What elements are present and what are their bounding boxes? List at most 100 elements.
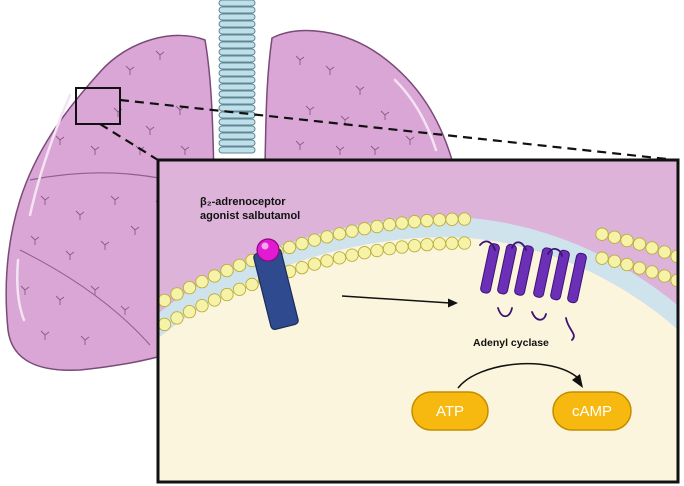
vessel-branch xyxy=(130,225,140,235)
vessel-branch xyxy=(55,135,65,145)
phospholipid-head xyxy=(620,233,634,248)
vessel-branch xyxy=(75,210,85,220)
adenyl-cyclase-protein xyxy=(479,240,587,341)
phospholipid-head xyxy=(645,265,659,279)
phospholipid-head xyxy=(307,257,322,271)
vessel-branch xyxy=(325,65,335,75)
trachea xyxy=(218,0,256,154)
phospholipid-head xyxy=(207,269,222,283)
conversion-arrow xyxy=(457,362,579,389)
vessel-branch xyxy=(80,335,90,345)
agonist-label-line1: β₂-adrenoceptor xyxy=(200,196,286,208)
vessel-branch xyxy=(100,240,110,250)
phospholipid-head xyxy=(282,240,297,255)
phospholipid-head xyxy=(382,242,397,256)
pulmonary-vessels xyxy=(20,50,415,345)
protein-loops xyxy=(479,240,575,341)
zoom-region-box xyxy=(75,87,121,125)
trachea-ring xyxy=(218,76,256,84)
vessel-branch xyxy=(370,145,380,155)
transmembrane-helix xyxy=(497,243,517,295)
phospholipid-head xyxy=(657,245,672,259)
conversion-arrowhead xyxy=(572,374,583,388)
phospholipid-head xyxy=(432,237,447,251)
phospholipid-head xyxy=(420,213,434,228)
camp-molecule xyxy=(552,391,632,431)
trachea-ring xyxy=(218,20,256,28)
trachea-ring xyxy=(218,104,256,112)
phospholipid-head xyxy=(158,293,172,308)
phospholipid-head xyxy=(245,277,259,292)
phospholipid-head xyxy=(158,317,172,332)
trachea-ring xyxy=(218,62,256,70)
trachea-ring xyxy=(218,41,256,49)
phospholipid-head xyxy=(445,212,459,226)
vessel-branch xyxy=(155,50,165,60)
transmembrane-helix xyxy=(567,252,587,304)
transmembrane-helix xyxy=(550,249,570,301)
camp-label: cAMP xyxy=(572,403,612,420)
phospholipid-head xyxy=(220,287,234,302)
vessel-branch xyxy=(120,305,130,315)
phospholipid-head xyxy=(307,233,322,247)
vessel-branch xyxy=(40,330,50,340)
atp-molecule xyxy=(411,391,489,431)
activation-arrow xyxy=(341,295,451,304)
phospholipid-head xyxy=(370,219,384,234)
transmembrane-helix xyxy=(533,247,553,298)
phospholipid-head xyxy=(632,237,647,251)
panel-border xyxy=(156,158,680,484)
trachea-ring xyxy=(218,0,256,7)
trachea-ring xyxy=(218,125,256,133)
vessel-branch xyxy=(65,250,75,260)
phospholipid-head xyxy=(295,236,309,251)
phospholipid-head xyxy=(457,212,472,226)
phospholipid-head xyxy=(295,260,309,275)
phospholipid-head xyxy=(332,227,347,241)
phospholipid-head xyxy=(195,299,209,313)
phospholipid-head xyxy=(232,282,247,296)
phospholipid-head xyxy=(657,269,672,283)
trachea-ring xyxy=(218,69,256,77)
vessel-branch xyxy=(90,285,100,295)
phospholipid-head xyxy=(220,263,234,278)
phospholipid-head xyxy=(345,248,359,262)
vessel-branch xyxy=(355,85,365,95)
phospholipid-head xyxy=(632,261,647,275)
agonist-label-line2: agonist salbutamol xyxy=(200,210,300,222)
phospholipid-head xyxy=(232,258,247,272)
vessel-branch xyxy=(55,295,65,305)
right-lung-highlight xyxy=(393,78,438,152)
trachea-ring xyxy=(218,55,256,63)
trachea-ring xyxy=(218,111,256,119)
phospholipid-head xyxy=(357,246,372,260)
phospholipid-head xyxy=(170,287,184,301)
left-lung-fissure-lower xyxy=(19,249,151,346)
trachea-ring xyxy=(218,139,256,147)
vessel-branch xyxy=(30,235,40,245)
vessel-branch xyxy=(180,145,190,155)
zoom-guide-bottom xyxy=(99,123,159,161)
vessel-branch xyxy=(295,140,305,150)
transmembrane-helix xyxy=(514,245,534,296)
phospholipid-head xyxy=(432,213,447,227)
zoomed-cell-panel: β₂-adrenoceptor agonist salbutamol Adeny… xyxy=(156,158,680,484)
trachea-ring xyxy=(218,48,256,56)
phospholipid-head xyxy=(345,224,359,238)
trachea-ring xyxy=(218,6,256,14)
phospholipid-head xyxy=(457,236,472,250)
adenyl-cyclase-label: Adenyl cyclase xyxy=(473,337,549,349)
phospholipid-head xyxy=(595,251,609,265)
trachea-ring xyxy=(218,90,256,98)
phospholipid-head xyxy=(195,275,209,289)
trachea-ring xyxy=(218,97,256,105)
transmembrane-helix xyxy=(480,243,500,294)
phospholipid-head xyxy=(407,239,422,253)
phospholipid-head xyxy=(395,240,409,254)
right-lung xyxy=(264,29,453,166)
vessel-branch xyxy=(40,195,50,205)
vessel-branch xyxy=(295,55,305,65)
phospholipid-head xyxy=(407,215,422,229)
phospholipid-head xyxy=(370,243,384,258)
